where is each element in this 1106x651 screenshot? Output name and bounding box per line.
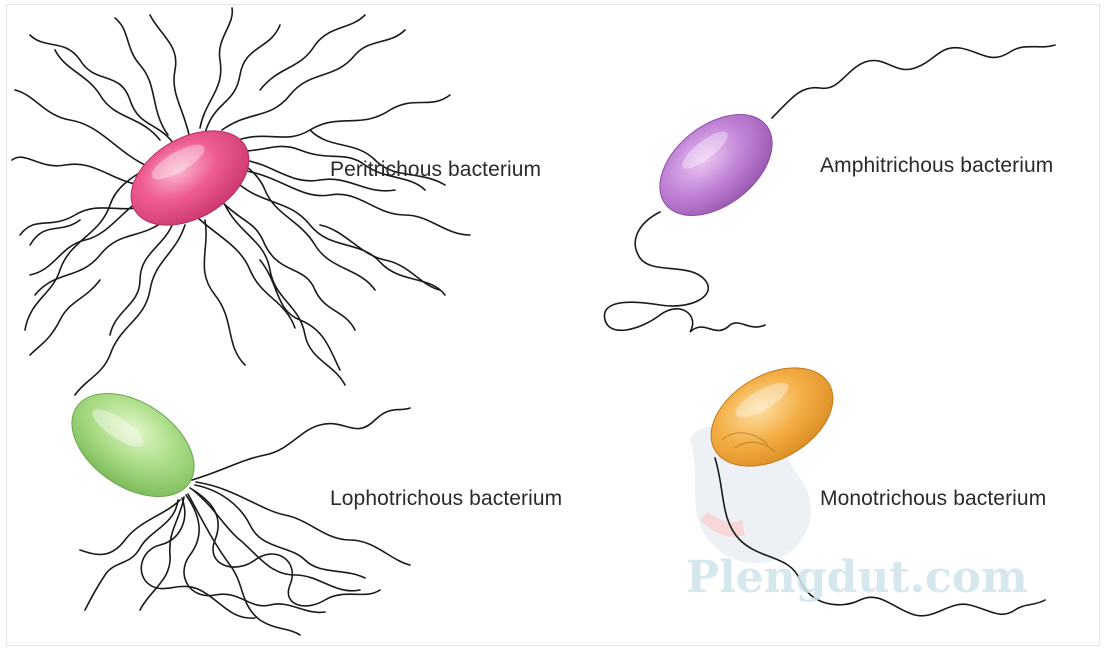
amphitrichous-bacterium xyxy=(604,45,1055,332)
peritrichous-cell xyxy=(115,111,266,244)
peritrichous-flagella xyxy=(12,8,470,395)
lophotrichous-label: Lophotrichous bacterium xyxy=(330,487,562,511)
amphitrichous-cell xyxy=(641,94,791,236)
peritrichous-bacterium xyxy=(12,8,470,395)
amphitrichous-flagellum-top xyxy=(772,45,1055,118)
monotrichous-label: Monotrichous bacterium xyxy=(820,487,1046,511)
amphitrichous-flagellum-bottom xyxy=(604,212,765,332)
peritrichous-label: Peritrichous bacterium xyxy=(330,158,541,182)
watermark-text: Plengdut.com xyxy=(686,552,1028,603)
amphitrichous-label: Amphitrichous bacterium xyxy=(820,154,1053,178)
